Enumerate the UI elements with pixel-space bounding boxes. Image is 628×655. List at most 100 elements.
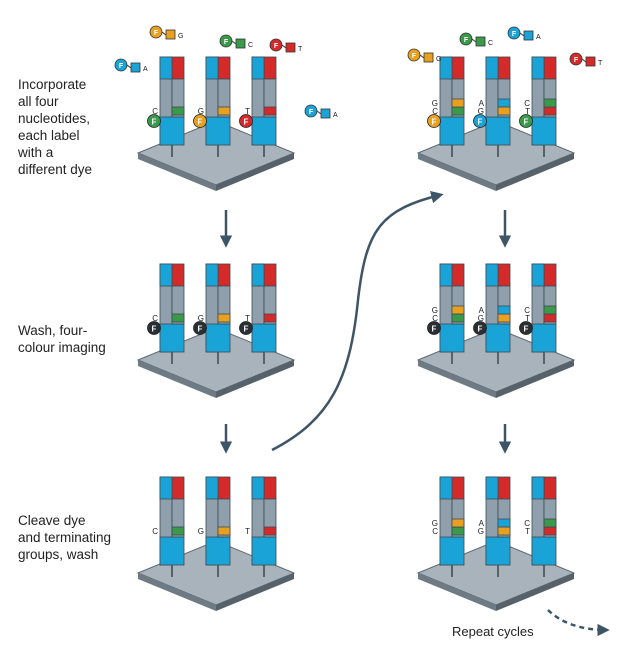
incorporated-base xyxy=(451,313,465,323)
base-letter: G xyxy=(478,107,484,116)
step-label-cleave: Cleave dye and terminating groups, wash xyxy=(18,513,112,562)
base-letter: A xyxy=(333,112,338,119)
incorporated-base xyxy=(451,526,465,536)
dye-letter: F xyxy=(432,118,437,127)
incorporated-base xyxy=(451,518,465,528)
dye-letter: F xyxy=(198,118,203,127)
incorporated-base xyxy=(543,313,557,323)
base-letter: T xyxy=(245,527,250,536)
base-letter: A xyxy=(479,306,485,315)
dna-strand: G xyxy=(198,476,231,577)
repeat-arrow xyxy=(547,609,610,637)
incorporated-base xyxy=(543,305,557,315)
dna-strand: C xyxy=(152,476,185,577)
base-letter: C xyxy=(432,107,438,116)
base-letter: G xyxy=(478,314,484,323)
dna-strand: CG xyxy=(432,476,465,577)
dye-label-icon xyxy=(239,321,253,335)
step-label-wash-imaging: Wash, four- colour imaging xyxy=(18,323,106,355)
incorporated-base xyxy=(497,305,511,315)
incorporated-base xyxy=(543,526,557,536)
base-letter: C xyxy=(152,107,158,116)
nucleotide-cube xyxy=(585,56,596,67)
nucleotide-cube xyxy=(423,52,434,63)
dye-label-icon xyxy=(239,114,253,128)
incorporated-base xyxy=(263,313,277,323)
incorporated-base xyxy=(217,106,231,116)
base-letter: C xyxy=(152,314,158,323)
base-letter: G xyxy=(432,306,438,315)
dye-label-icon xyxy=(519,114,533,128)
dye-letter: F xyxy=(574,57,579,64)
dye-letter: F xyxy=(478,118,483,127)
base-letter: G xyxy=(478,527,484,536)
incorporated-base xyxy=(543,106,557,116)
dye-label-icon xyxy=(149,25,163,39)
base-letter: T xyxy=(525,527,530,536)
dye-letter: F xyxy=(524,118,529,127)
base-letter: G xyxy=(198,527,204,536)
base-letter: C xyxy=(432,314,438,323)
dna-strand: TC xyxy=(524,476,557,577)
nucleotide-cube xyxy=(523,30,534,41)
incorporated-base xyxy=(171,526,185,536)
base-letter: C xyxy=(524,99,530,108)
incorporated-base xyxy=(263,106,277,116)
base-letter: G xyxy=(178,33,183,40)
dna-strand: T xyxy=(245,476,277,577)
dna-strand: C G F xyxy=(427,56,465,157)
dye-label-icon xyxy=(147,114,161,128)
dye-letter: F xyxy=(152,325,157,334)
base-letter: A xyxy=(479,99,485,108)
dye-letter: F xyxy=(274,43,279,50)
dye-letter: F xyxy=(512,31,517,38)
dna-strand: CF xyxy=(147,56,185,157)
base-letter: T xyxy=(245,107,250,116)
incorporated-base xyxy=(497,518,511,528)
base-letter: C xyxy=(152,527,158,536)
dye-letter: F xyxy=(464,37,469,44)
incorporated-base xyxy=(497,313,511,323)
dye-letter: F xyxy=(524,325,529,334)
base-letter: T xyxy=(525,314,530,323)
nucleotide-cube xyxy=(165,29,176,40)
dna-strand: TCF xyxy=(519,56,557,157)
dye-letter: F xyxy=(309,109,314,116)
base-letter: C xyxy=(248,42,253,49)
incorporated-base xyxy=(497,98,511,108)
dye-letter: F xyxy=(152,118,157,127)
dna-strand: GAF xyxy=(473,263,511,364)
dye-label-icon xyxy=(427,321,441,335)
base-letter: A xyxy=(536,34,541,41)
dye-label-icon xyxy=(193,114,207,128)
incorporated-base xyxy=(217,313,231,323)
dye-label-icon xyxy=(473,321,487,335)
dna-strand: CF xyxy=(147,263,185,364)
base-letter: G xyxy=(436,56,441,63)
dye-letter: F xyxy=(119,63,124,70)
base-letter: T xyxy=(598,60,603,67)
step-label-incorporate: Incorporate all four nucleotides, each l… xyxy=(18,77,93,177)
dye-letter: F xyxy=(154,30,159,37)
dna-strand: TF xyxy=(239,56,277,157)
dna-strand: CG F xyxy=(427,263,465,364)
nucleotide-cube xyxy=(130,62,141,73)
dye-letter: F xyxy=(432,325,437,334)
incorporated-base xyxy=(171,106,185,116)
dye-label-icon xyxy=(519,321,533,335)
repeat-cycles-label: Repeat cycles xyxy=(452,624,534,639)
dye-letter: F xyxy=(244,325,249,334)
